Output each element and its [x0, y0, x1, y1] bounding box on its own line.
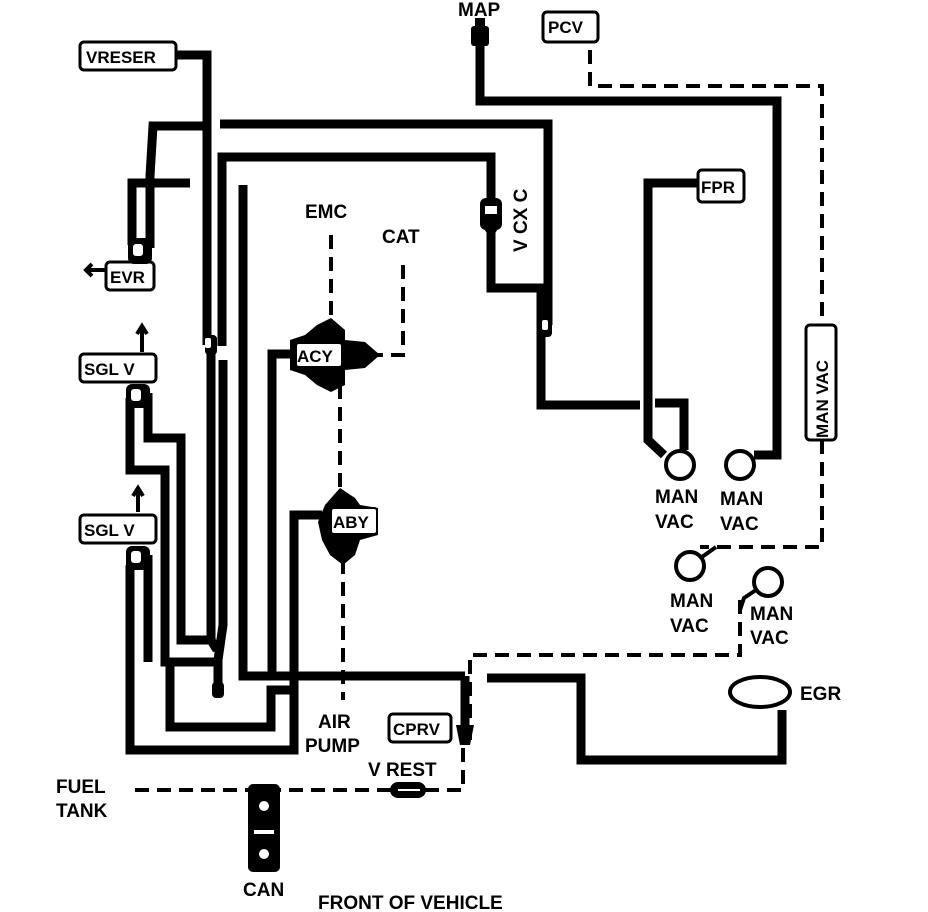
v-rest-label: V REST	[368, 760, 437, 781]
hose-vcxc	[217, 152, 496, 346]
man-vac-port-2	[724, 449, 756, 481]
aby-label: ABY	[333, 513, 370, 532]
sglv-1-box: SGL V	[78, 322, 158, 408]
cprv-valve: CPRV	[387, 712, 474, 745]
egr-valve	[728, 675, 792, 709]
man-vac-2-line2: VAC	[720, 514, 759, 535]
dash-egr-bottom	[468, 600, 742, 740]
air-pump-line1: AIR	[318, 712, 351, 733]
hose-vreser	[172, 50, 212, 345]
emc-label: EMC	[305, 202, 348, 223]
hose-egr	[487, 673, 787, 765]
hose-inner-2	[213, 360, 228, 690]
vcxc-valve	[480, 198, 502, 240]
cat-label: CAT	[382, 227, 420, 248]
can-label: CAN	[243, 880, 284, 901]
hose-aby	[165, 510, 322, 732]
hose-vcxc-down	[486, 225, 640, 410]
hose-evr	[127, 178, 190, 245]
solid-hoses	[125, 40, 787, 765]
dash-vrest	[425, 745, 465, 792]
man-vac-1-line2: VAC	[655, 512, 694, 533]
pcv-valve: PCV	[541, 10, 600, 44]
hose-fpr-branch	[655, 398, 689, 450]
man-vac-2-line1: MAN	[720, 489, 763, 510]
dash-pcv	[588, 50, 824, 430]
fpr-box: FPR	[696, 168, 746, 204]
hose-top-loop	[220, 119, 553, 325]
pcv-label: PCV	[548, 18, 584, 37]
fuel-tank-line2: TANK	[56, 801, 108, 822]
fuel-tank-line1: FUEL	[56, 777, 106, 798]
man-vac-vertical-label: MAN VAC	[813, 360, 832, 438]
hose-sglv1-b	[125, 398, 222, 667]
sglv-1-arrow-icon	[135, 322, 149, 352]
man-vac-3-line2: VAC	[670, 616, 709, 637]
man-vac-port-4-stub	[738, 588, 758, 611]
canister	[248, 784, 280, 872]
inner-connector-2	[205, 338, 211, 348]
man-vac-port-4	[752, 566, 784, 598]
dash-man-vac-right	[700, 440, 824, 549]
aby-valve: ABY	[318, 488, 378, 565]
hose-fpr	[643, 178, 700, 459]
evr-box: EVR	[83, 238, 156, 292]
inner-connector-3	[212, 682, 224, 698]
man-vac-port-3-stub	[700, 545, 718, 559]
dash-cat	[376, 265, 405, 357]
hose-sglv2-b	[125, 565, 299, 755]
sglv-2-label: SGL V	[84, 521, 135, 540]
front-of-vehicle-label: FRONT OF VEHICLE	[318, 893, 503, 912]
acy-valve: ACY	[290, 318, 380, 392]
hose-map	[475, 40, 782, 460]
evr-label: EVR	[110, 268, 145, 287]
acy-label: ACY	[297, 347, 334, 366]
map-sensor	[471, 18, 489, 46]
air-pump-line2: PUMP	[305, 736, 360, 757]
sglv-2-box: SGL V	[78, 484, 158, 570]
hose-acy	[267, 349, 298, 672]
cprv-label: CPRV	[393, 720, 441, 739]
fpr-label: FPR	[701, 178, 735, 197]
map-label: MAP	[458, 0, 501, 21]
dashed-hoses	[135, 50, 824, 792]
sglv-1-label: SGL V	[84, 360, 135, 379]
egr-label: EGR	[800, 684, 841, 705]
vreser-box: VRESER	[78, 40, 178, 72]
man-vac-1-line1: MAN	[655, 487, 698, 508]
man-vac-4-line1: MAN	[750, 604, 793, 625]
man-vac-port-3	[674, 550, 706, 582]
hose-sglv1	[143, 393, 215, 645]
vreser-label: VRESER	[86, 48, 156, 67]
man-vac-port-1	[664, 449, 696, 481]
man-vac-3-line1: MAN	[670, 591, 713, 612]
man-vac-vertical-tag: MAN VAC	[804, 323, 838, 442]
hose-inner-1	[206, 348, 221, 653]
sglv-2-arrow-icon	[131, 484, 145, 512]
hose-inner-3	[238, 185, 465, 681]
vcxc-label: V CX C	[511, 188, 532, 252]
evr-arrow-icon	[83, 262, 106, 278]
hose-vreser-left	[145, 121, 207, 240]
man-vac-4-line2: VAC	[750, 628, 789, 649]
